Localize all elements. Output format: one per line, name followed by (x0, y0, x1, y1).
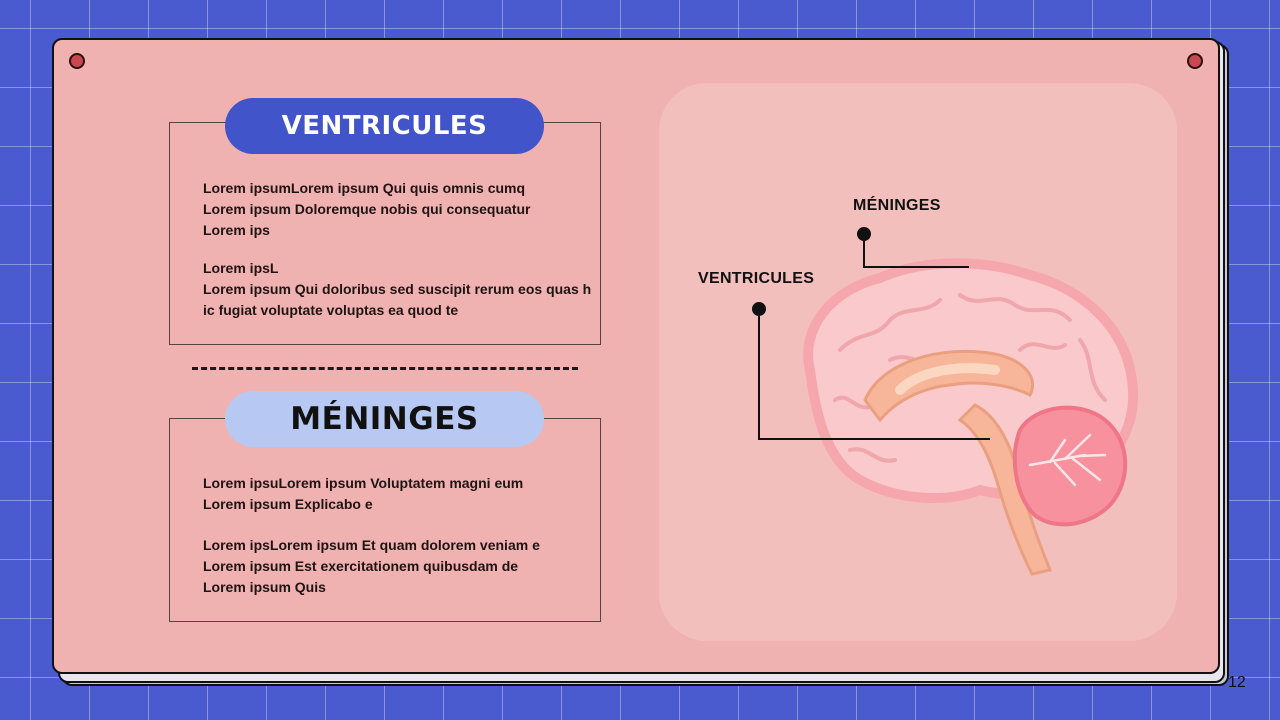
meninges-leader-horizontal (863, 266, 969, 268)
brainstem (957, 403, 1053, 576)
section-divider (192, 367, 578, 370)
meninges-title: MÉNINGES (225, 391, 544, 447)
diagram-label-meninges: MÉNINGES (853, 197, 941, 214)
arbor-vitae (1028, 433, 1107, 487)
pin-right (1187, 53, 1203, 69)
meninges-leader-vertical (863, 234, 865, 268)
ventricules-title: VENTRICULES (225, 98, 544, 154)
ventricules-paragraph-2-line-1: Lorem ipsL (203, 260, 279, 276)
ventricules-leader-horizontal (758, 438, 990, 440)
cerebellum (1012, 405, 1128, 527)
ventricules-leader-vertical (758, 309, 760, 440)
page-number: 12 (1228, 674, 1246, 691)
ventricules-paragraph-1: Lorem ipsumLorem ipsum Qui quis omnis cu… (203, 180, 531, 238)
meninges-paragraph-1: Lorem ipsuLorem ipsum Voluptatem magni e… (203, 475, 524, 512)
brain-illustration (803, 258, 1139, 576)
meninges-paragraph-2: Lorem ipsLorem ipsum Et quam dolorem ven… (203, 537, 540, 595)
diagram-label-ventricules: VENTRICULES (698, 270, 815, 287)
ventricules-paragraph-2: Lorem ipsL Lorem ipsum Qui doloribus sed… (203, 258, 595, 321)
corpus-highlight (895, 363, 1000, 395)
pin-left (69, 53, 85, 69)
ventricules-paragraph-2-line-2: Lorem ipsum Qui doloribus sed suscipit r… (203, 281, 592, 318)
